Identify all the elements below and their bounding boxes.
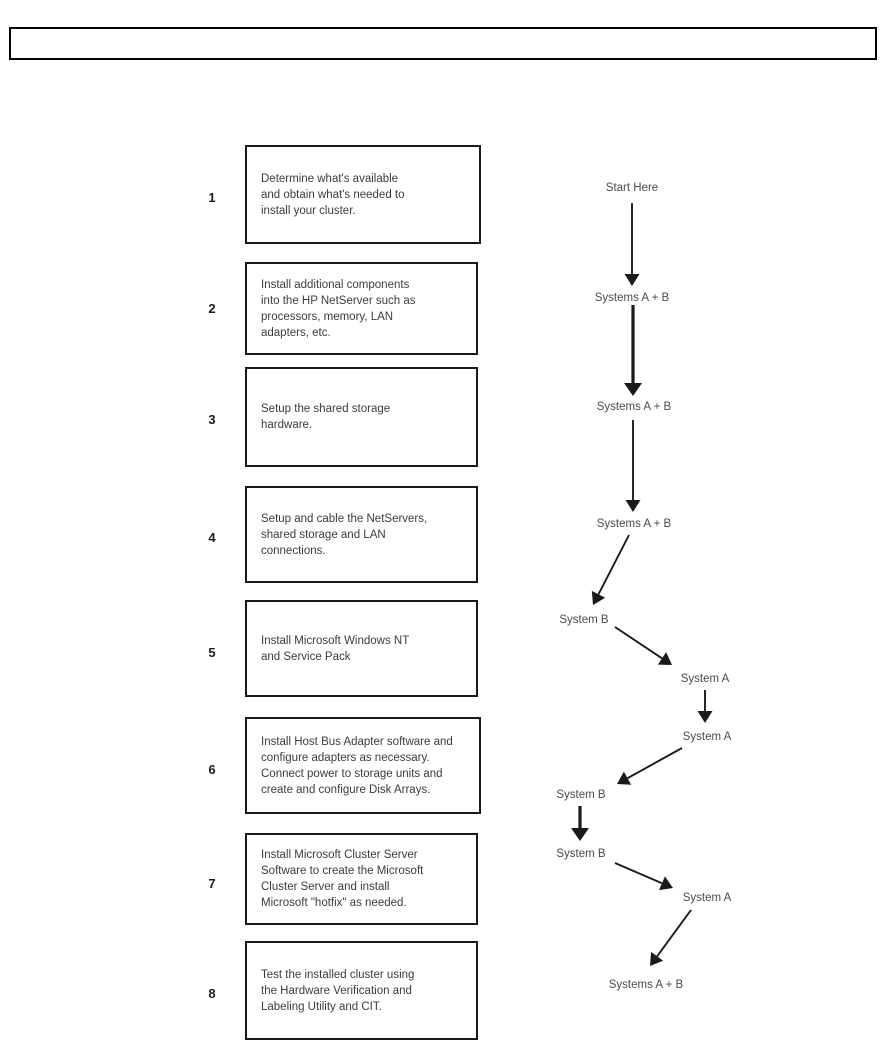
flow-arrow-sysa-2-to-sysb-2 xyxy=(617,747,683,785)
arrow-shaft xyxy=(614,626,663,660)
step-box: Test the installed cluster using the Har… xyxy=(245,941,478,1040)
step-box: Install additional components into the H… xyxy=(245,262,478,355)
flow-arrow-sysb-3-to-sysa-3 xyxy=(614,862,673,891)
header-band xyxy=(9,27,877,60)
flow-node-start: Start Here xyxy=(605,182,659,194)
step-box: Setup and cable the NetServers, shared s… xyxy=(245,486,478,583)
arrow-head xyxy=(659,876,673,891)
step-text: Setup and cable the NetServers, shared s… xyxy=(261,512,428,557)
arrow-head xyxy=(591,590,606,605)
flow-arrow-sysb-2-to-sysb-3 xyxy=(571,806,589,841)
flow-node-sysa-3: System A xyxy=(682,892,732,904)
step-text: Install Microsoft Windows NT and Service… xyxy=(261,634,410,663)
flow-node-sysab-3: Systems A + B xyxy=(596,518,672,530)
arrow-head xyxy=(571,828,589,841)
arrow-head xyxy=(625,500,641,512)
step-box: Determine what's available and obtain wh… xyxy=(245,145,481,244)
step-number: 3 xyxy=(208,412,216,427)
arrow-head xyxy=(697,711,713,723)
arrow-shaft xyxy=(656,909,692,957)
flow-node-sysb-1: System B xyxy=(559,614,609,626)
arrow-head xyxy=(624,383,642,396)
flow-arrow-sysb-1-to-sysa-1 xyxy=(614,626,672,665)
flow-node-sysa-1: System A xyxy=(680,673,730,685)
flow-arrow-start-to-sysab-1 xyxy=(624,203,640,286)
step-number: 5 xyxy=(208,645,216,660)
flow-node-sysab-4: Systems A + B xyxy=(608,979,684,991)
step-number: 1 xyxy=(208,190,216,205)
arrow-head xyxy=(624,274,640,286)
step-number: 6 xyxy=(208,762,216,777)
arrow-shaft xyxy=(627,747,683,780)
arrow-shaft xyxy=(597,534,630,595)
step-box: Install Microsoft Windows NT and Service… xyxy=(245,600,478,697)
arrow-head xyxy=(657,652,672,665)
step-box: Install Microsoft Cluster Server Softwar… xyxy=(245,833,478,925)
step-number: 2 xyxy=(208,301,216,316)
step-number: 7 xyxy=(208,876,216,891)
flow-node-sysab-2: Systems A + B xyxy=(596,401,672,413)
flow-arrow-sysa-3-to-sysab-4 xyxy=(650,909,692,966)
flow-arrow-sysab-1-to-sysab-2 xyxy=(624,305,642,396)
flow-node-sysa-2: System A xyxy=(682,731,732,743)
step-number: 4 xyxy=(208,530,216,545)
flow-node-sysab-1: Systems A + B xyxy=(594,292,670,304)
step-box: Install Host Bus Adapter software and co… xyxy=(245,717,481,814)
arrow-head xyxy=(650,951,664,966)
arrow-shaft xyxy=(614,862,663,885)
step-text: Install Host Bus Adapter software and co… xyxy=(261,735,453,796)
step-box: Setup the shared storage hardware. xyxy=(245,367,478,467)
step-text: Install additional components into the H… xyxy=(261,278,416,339)
step-text: Install Microsoft Cluster Server Softwar… xyxy=(261,849,424,909)
flow-arrow-sysab-2-to-sysab-3 xyxy=(625,420,641,512)
steps-column: 1 Determine what's available and obtain w… xyxy=(208,145,481,1040)
step-number: 8 xyxy=(208,986,216,1001)
arrow-head xyxy=(617,771,632,785)
flow-node-sysb-2: System B xyxy=(556,789,606,801)
flow-arrow-sysab-3-to-sysb-1 xyxy=(591,534,630,605)
step-text: Test the installed cluster using the Har… xyxy=(261,968,415,1013)
step-text: Determine what's available and obtain wh… xyxy=(261,172,405,217)
step-text: Setup the shared storage hardware. xyxy=(261,403,391,431)
flow-node-sysb-3: System B xyxy=(556,848,606,860)
flow-arrow-sysa-1-to-sysa-2 xyxy=(697,690,713,723)
